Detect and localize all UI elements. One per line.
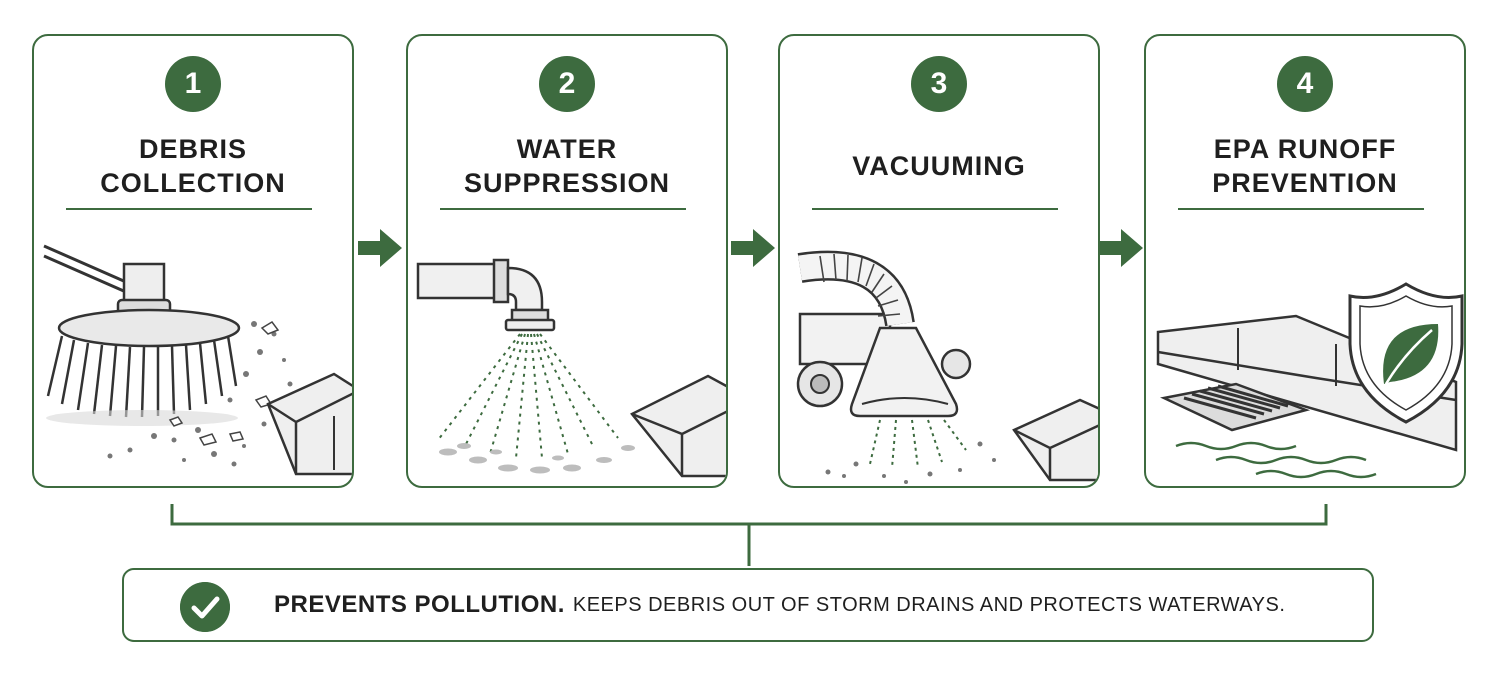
arrow-right-icon: [731, 229, 775, 267]
arrow-right-icon: [1099, 229, 1143, 267]
step-card-vacuuming: 3 VACUUMING: [778, 34, 1100, 488]
step-title-line: SUPPRESSION: [463, 168, 671, 198]
step-number-badge: 1: [165, 56, 221, 112]
shield-leaf-icon: [1348, 282, 1464, 424]
step-card-water-suppression: 2 WATER SUPPRESSION: [406, 34, 728, 488]
banner-description: KEEPS DEBRIS OUT OF STORM DRAINS AND PRO…: [572, 593, 1286, 616]
step-number-badge: 2: [539, 56, 595, 112]
step-title-line: VACUUMING: [852, 151, 1026, 181]
step-title: DEBRIS COLLECTION: [34, 132, 352, 200]
step-title-line: DEBRIS: [138, 134, 247, 164]
spray-nozzle-icon: [416, 258, 726, 478]
step-title: VACUUMING: [780, 132, 1098, 200]
summary-banner: PREVENTS POLLUTION. KEEPS DEBRIS OUT OF …: [122, 568, 1374, 642]
banner-headline: PREVENTS POLLUTION.: [274, 591, 565, 618]
step-title-line: WATER: [516, 134, 618, 164]
title-divider: [66, 208, 312, 210]
step-card-debris-collection: 1 DEBRIS COLLECTION: [32, 34, 354, 488]
arrow-right-icon: [358, 229, 402, 267]
storm-drain-icon: [1156, 282, 1464, 479]
brush-icon: [43, 244, 352, 476]
step-title-line: EPA RUNOFF: [1213, 134, 1397, 164]
banner-text: PREVENTS POLLUTION. KEEPS DEBRIS OUT OF …: [274, 570, 1285, 640]
step-number-badge: 3: [911, 56, 967, 112]
step-title-line: COLLECTION: [100, 168, 286, 198]
step-card-epa-runoff-prevention: 4 EPA RUNOFF PREVENTION: [1144, 34, 1466, 488]
title-divider: [812, 208, 1058, 210]
step-title: WATER SUPPRESSION: [408, 132, 726, 200]
step-number-badge: 4: [1277, 56, 1333, 112]
check-icon: [180, 582, 230, 632]
title-divider: [440, 208, 686, 210]
title-divider: [1178, 208, 1424, 210]
vacuum-hose-icon: [796, 250, 1098, 484]
step-title: EPA RUNOFF PREVENTION: [1146, 132, 1464, 200]
step-title-line: PREVENTION: [1212, 168, 1398, 198]
